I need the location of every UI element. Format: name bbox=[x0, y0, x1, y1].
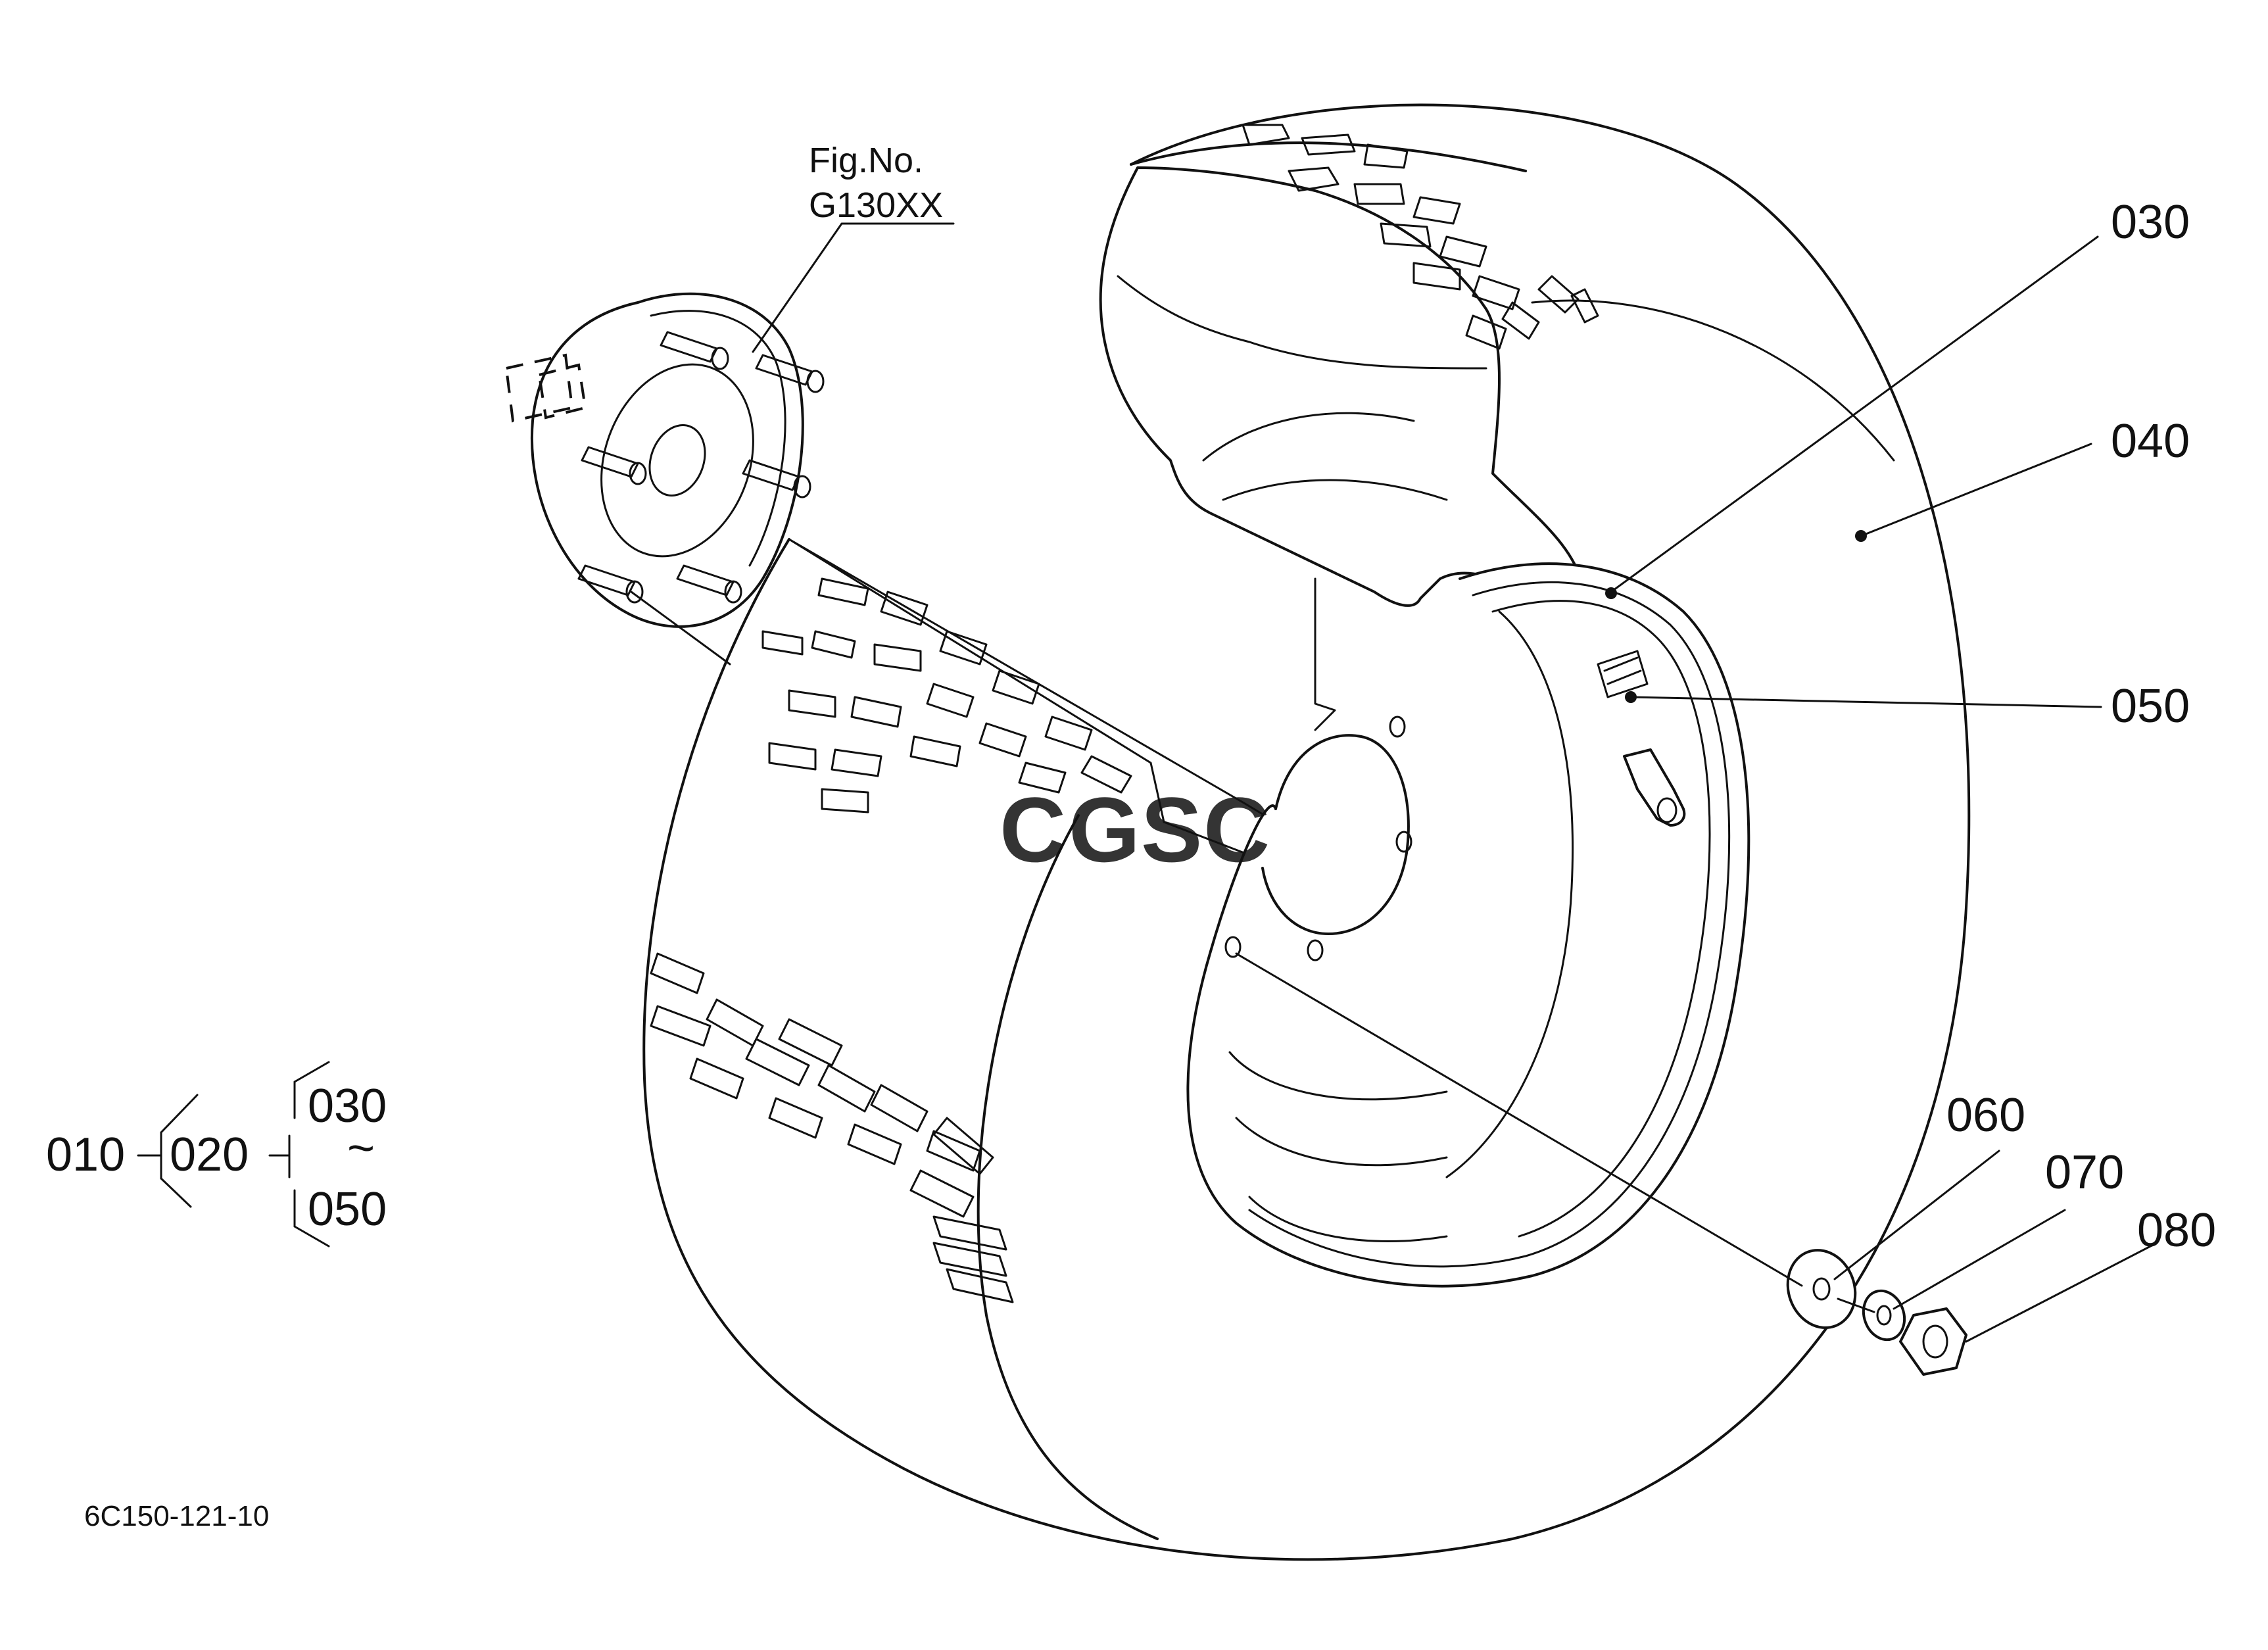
tree-root: 010 bbox=[46, 1128, 125, 1181]
leader-dot-030 bbox=[1605, 587, 1617, 599]
callout-030: 030 bbox=[2111, 196, 2190, 249]
leader-dot-050 bbox=[1625, 691, 1637, 703]
tree-range-start: 030 bbox=[308, 1080, 387, 1132]
callout-060: 060 bbox=[1946, 1089, 2025, 1142]
tire-outline bbox=[642, 103, 1971, 1561]
watermark-letter-1: C bbox=[1000, 778, 1066, 881]
tread-pattern-lower bbox=[650, 952, 1014, 1303]
tree-range-end: 050 bbox=[308, 1183, 387, 1236]
hardware-washer-060 bbox=[1786, 1249, 1857, 1329]
tread-pattern-top bbox=[1242, 124, 1599, 350]
assembly-centerlines bbox=[630, 591, 1875, 1313]
assembly-tree: 010 020 030 ~ 050 bbox=[46, 1061, 387, 1248]
drawing-code: 6C150-121-10 bbox=[84, 1500, 269, 1532]
fig-number: G130XX bbox=[809, 185, 943, 225]
watermark-letter-4: C bbox=[1203, 778, 1270, 881]
callout-050: 050 bbox=[2111, 680, 2190, 733]
callout-080: 080 bbox=[2137, 1204, 2216, 1257]
wheel-hub bbox=[504, 292, 825, 628]
hardware-lock-washer-070 bbox=[1862, 1289, 1906, 1342]
watermark-letter-2: G bbox=[1069, 778, 1140, 881]
tree-sub: 020 bbox=[170, 1128, 249, 1181]
callout-070: 070 bbox=[2045, 1146, 2124, 1199]
wheel-rim bbox=[1186, 562, 1750, 1288]
leader-lines bbox=[752, 222, 2158, 1343]
watermark-letter-3: S bbox=[1141, 778, 1202, 881]
fig-label: Fig.No. bbox=[809, 141, 923, 180]
watermark-logo: C G S C bbox=[1000, 778, 1270, 881]
tree-range-separator: ~ bbox=[347, 1122, 375, 1175]
valve-stem bbox=[1597, 650, 1686, 827]
hardware-nut-080 bbox=[1899, 1307, 1967, 1376]
callout-040: 040 bbox=[2111, 415, 2190, 468]
leader-dot-040 bbox=[1855, 530, 1867, 542]
